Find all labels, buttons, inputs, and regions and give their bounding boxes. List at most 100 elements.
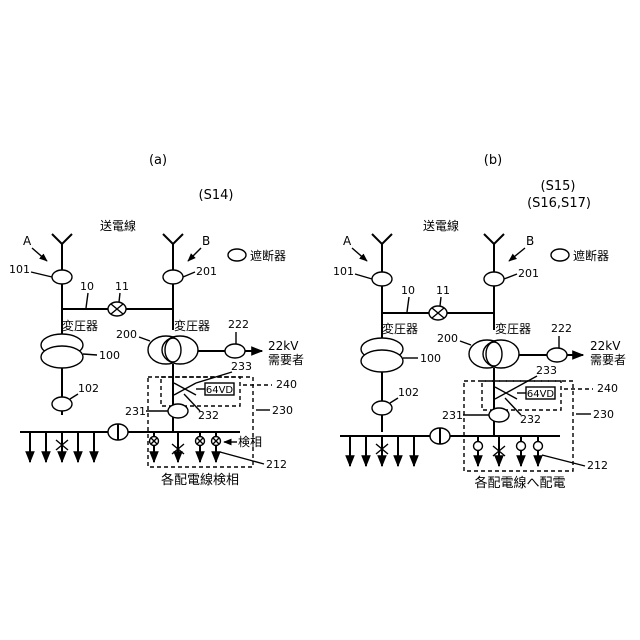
line-b-label: B [526,234,534,248]
breaker-101-icon [372,272,392,286]
ref-201-label: 201 [518,267,539,280]
consumer-label: 需要者 [590,353,626,367]
ref-100-leader [83,354,97,355]
ref-100-label: 100 [99,349,120,362]
transformer-right-label: 変圧器 [174,318,210,333]
panel-b-step-label-1: (S15) [541,179,576,194]
output-kv-label: 22kV [590,339,621,353]
ref-10-label: 10 [80,280,94,293]
line-a-antenna-icon [372,234,392,270]
breaker-102-icon [372,401,392,415]
line-b-pointer [188,248,201,261]
line-b-antenna-icon [163,234,183,270]
right-feeders [150,432,221,462]
ref-200-leader [460,341,471,345]
ref-231-label: 231 [442,409,463,422]
breaker-legend-icon [551,249,569,261]
ref-102-label: 102 [78,382,99,395]
panel-a-bottom-label: 各配電線検相 [161,472,239,488]
ref-212-leader [220,452,264,464]
breaker-222-icon [547,348,567,362]
ref-201-leader [183,272,195,277]
breaker-231-icon [489,408,509,422]
line-a-pointer [352,248,367,261]
ref-102-leader [70,394,78,399]
panel-b: (b) (S15) (S16,S17) 送電線 A B 遮断器 101 201 … [333,153,626,491]
panel-b-transmission-line-label: 送電線 [423,218,459,233]
breaker-legend-label: 遮断器 [250,248,286,263]
phase-check-label: 検相 [238,435,262,449]
ref-11-leader [440,297,441,306]
transformer-right-label: 変圧器 [495,321,531,336]
line-a-pointer [32,248,47,261]
ref-10-label: 10 [401,284,415,297]
panel-a-caption: (a) [149,153,167,168]
ref-200-label: 200 [116,328,137,341]
breaker-222-icon [225,344,245,358]
grounding-transformer-233-icon [174,383,196,395]
ref-101-leader [31,272,52,277]
ref-232-label: 232 [198,409,219,422]
ref-240-label: 240 [276,378,297,391]
ref-201-leader [504,274,517,279]
ref-101-label: 101 [9,263,30,276]
ref-10-leader [407,297,409,312]
line-b-antenna-icon [484,234,504,270]
ref-233-label: 233 [231,360,252,373]
panel-b-step-label-2: (S16,S17) [527,196,591,211]
line-a-antenna-icon [52,234,72,270]
breaker-201-icon [484,272,504,286]
breaker-legend-icon [228,249,246,261]
ref-200-label: 200 [437,332,458,345]
transformer-200-secondary-icon [162,336,198,364]
panel-b-caption: (b) [484,153,502,168]
ref-11-label: 11 [115,280,129,293]
consumer-label: 需要者 [268,353,304,367]
breaker-legend-label: 遮断器 [573,248,609,263]
transformer-left-label: 変圧器 [382,321,418,336]
ref-201-label: 201 [196,265,217,278]
ref-11-label: 11 [436,284,450,297]
ref-222-label: 222 [228,318,249,331]
ref-230-label: 230 [593,408,614,421]
feeder-breaker-icon [517,442,526,451]
ref-222-label: 222 [551,322,572,335]
transformer-100-lower-icon [41,346,83,368]
breaker-201-icon [163,270,183,284]
ref-232-label: 232 [520,413,541,426]
ref-212-leader [542,455,585,466]
ref-212-label: 212 [587,459,608,472]
feeder-breaker-icon [534,442,543,451]
ref-100-label: 100 [420,352,441,365]
panel-a-transmission-line-label: 送電線 [100,218,136,233]
output-kv-label: 22kV [268,339,299,353]
ref-240-label: 240 [597,382,618,395]
left-feeders [350,436,414,466]
ref-230-label: 230 [272,404,293,417]
relay-64vd-label: 64VD [527,389,555,400]
panel-a-step-label: (S14) [199,188,234,203]
relay-64vd-label: 64VD [206,385,234,396]
ref-101-leader [355,274,372,279]
left-feeders [30,432,94,462]
box-230-region [464,381,573,471]
feeder-breaker-icon [474,442,483,451]
ref-102-leader [390,398,398,403]
ref-102-label: 102 [398,386,419,399]
ref-11-leader [119,293,120,302]
ref-200-leader [139,337,150,341]
breaker-231-icon [168,404,188,418]
right-feeders [474,436,543,466]
line-b-pointer [509,248,525,261]
breaker-102-icon [52,397,72,411]
ref-101-label: 101 [333,265,354,278]
ref-233-label: 233 [536,364,557,377]
line-b-label: B [202,234,210,248]
ref-10-leader [86,293,88,308]
panel-a: (a) (S14) 送電線 A B 遮断器 101 201 10 11 変圧器 … [9,153,304,488]
transformer-100-lower-icon [361,350,403,372]
grounding-transformer-233-icon [495,387,517,399]
transformer-200-secondary-icon [483,340,519,368]
ref-231-label: 231 [125,405,146,418]
